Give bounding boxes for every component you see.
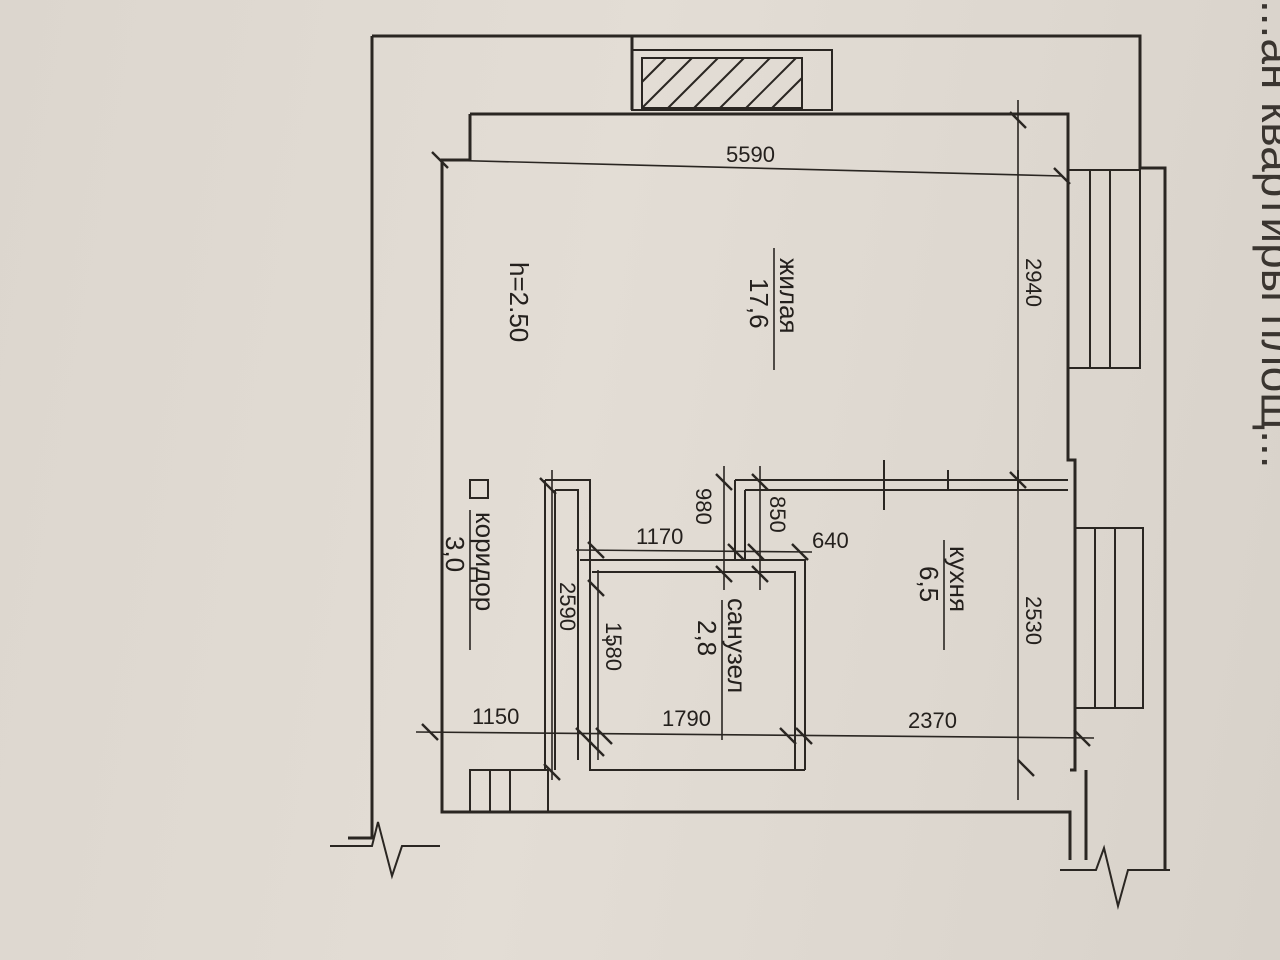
room-living-name: жилая (774, 258, 804, 334)
room-bathroom-name: санузел (722, 598, 752, 693)
break-symbol-right (1060, 844, 1170, 910)
dim-850: 850 (765, 496, 790, 533)
dim-bath-depth: 1580 (601, 622, 626, 671)
room-corridor-area: 3,0 (440, 536, 470, 572)
dim-bottom-right: 2370 (908, 708, 957, 733)
dim-1170: 1170 (636, 524, 683, 549)
outer-wall (372, 34, 1167, 870)
dim-bottom-left: 1150 (472, 704, 519, 729)
dim-corridor-depth: 2590 (555, 582, 580, 631)
window-top-right (1067, 169, 1141, 369)
dimension-lines (415, 100, 1095, 800)
room-kitchen-name: кухня (944, 546, 974, 612)
room-bathroom-area: 2,8 (692, 620, 722, 656)
page-header-fragment: ...ан квартиры площ... (1252, 0, 1280, 469)
entry-door (469, 769, 549, 813)
ventilation-shaft (631, 49, 833, 111)
dim-980: 980 (691, 488, 716, 525)
dim-kitchen-depth: 2530 (1021, 596, 1046, 645)
plan-drawing (330, 34, 1170, 910)
break-symbol-left (330, 821, 440, 880)
inner-wall-left (440, 114, 1072, 860)
room-corridor-name: коридор (470, 512, 500, 611)
dim-total-width: 5590 (726, 142, 775, 167)
inner-wall (470, 112, 1077, 772)
dim-living-depth: 2940 (1021, 258, 1046, 307)
fraction-bars (469, 248, 945, 740)
room-kitchen-area: 6,5 (914, 566, 944, 602)
room-living-area: 17,6 (744, 278, 774, 329)
dim-640: 640 (812, 528, 849, 553)
outer-wall-left (348, 36, 374, 840)
window-bottom-right (1074, 527, 1144, 709)
dim-bottom-mid: 1790 (662, 706, 711, 731)
ceiling-height: h=2.50 (504, 262, 534, 342)
